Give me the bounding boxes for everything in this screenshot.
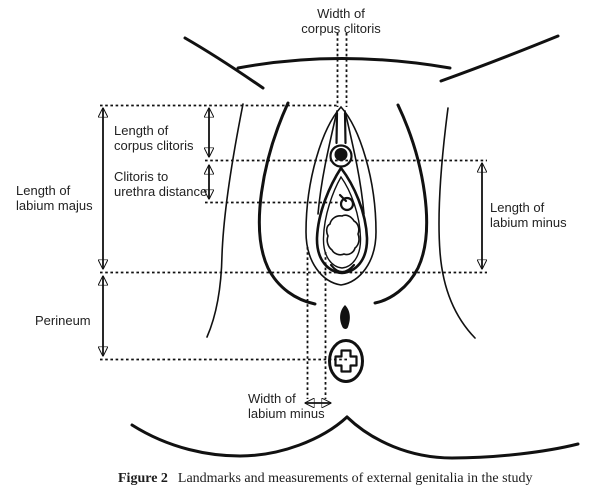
label-length-labium-minus: Length of labium minus bbox=[490, 200, 567, 230]
perineal-raphe-mark bbox=[340, 305, 350, 329]
right-labium-majus-inner bbox=[373, 103, 429, 305]
vulva-detail bbox=[305, 105, 377, 383]
anus-outline bbox=[328, 339, 364, 383]
figure-caption-text: Landmarks and measurements of external g… bbox=[177, 471, 533, 486]
right-labium-majus-outer bbox=[438, 107, 476, 339]
prepuce-left bbox=[317, 110, 338, 215]
labia-minora-inner-outline bbox=[322, 175, 362, 269]
figure-caption: Figure 2 Landmarks and measurements of ex… bbox=[118, 471, 588, 487]
label-perineum: Perineum bbox=[35, 313, 91, 328]
measurement-arrows bbox=[103, 108, 482, 403]
right-groin-crease bbox=[439, 34, 560, 83]
label-width-corpus-clitoris: Width of corpus clitoris bbox=[301, 6, 381, 36]
dashed-reference-lines bbox=[100, 33, 487, 399]
body-outline bbox=[130, 34, 580, 460]
label-length-labium-majus: Length of labium majus bbox=[16, 183, 93, 213]
mons-pubis-arc bbox=[236, 57, 452, 70]
anus-cross bbox=[334, 349, 358, 373]
right-gluteal-fold bbox=[345, 415, 580, 460]
urethral-meatus bbox=[339, 196, 355, 212]
vestibule-outer-outline bbox=[305, 105, 377, 286]
left-labium-majus-outer bbox=[206, 103, 244, 338]
urethral-meatus-slash bbox=[338, 193, 348, 203]
figure-number: Figure 2 bbox=[118, 471, 168, 486]
vaginal-opening bbox=[325, 214, 360, 256]
corpus-clitoris-right bbox=[343, 111, 347, 145]
left-groin-crease bbox=[183, 36, 265, 90]
prepuce-right bbox=[344, 110, 365, 215]
corpus-clitoris-left bbox=[335, 111, 339, 145]
label-clitoris-urethra-distance: Clitoris to urethra distance bbox=[114, 169, 208, 199]
left-labium-majus-inner bbox=[257, 101, 317, 306]
glans-clitoris bbox=[334, 148, 348, 161]
label-length-corpus-clitoris: Length of corpus clitoris bbox=[114, 123, 194, 153]
left-gluteal-fold bbox=[130, 415, 349, 458]
genitalia-measurement-schematic bbox=[0, 33, 580, 460]
label-width-labium-minus: Width of labium minus bbox=[248, 391, 325, 421]
posterior-fourchette bbox=[329, 263, 356, 274]
